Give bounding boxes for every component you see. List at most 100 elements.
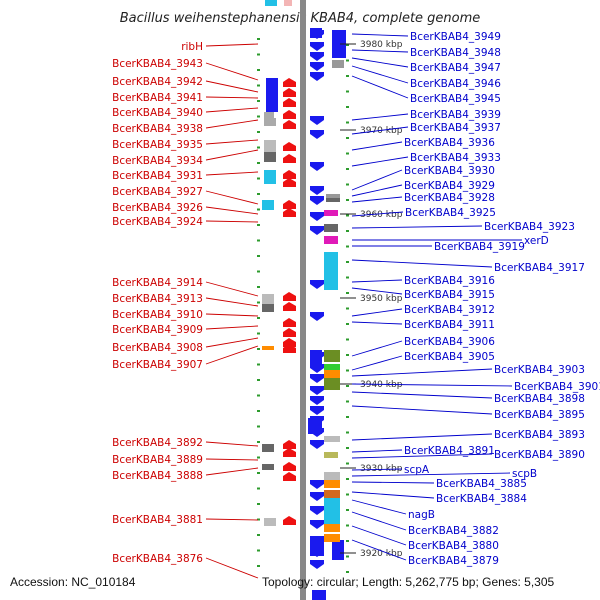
track-tick (257, 239, 260, 242)
gene-block (332, 30, 346, 58)
track-tick (257, 100, 260, 102)
gene-arrow-reverse (310, 312, 324, 321)
leader-line (205, 345, 259, 365)
gene-block (284, 0, 292, 6)
gene-arrow-reverse (310, 196, 324, 205)
track-tick (346, 540, 349, 542)
left-leader-lines (205, 43, 259, 579)
scale-label: 3960 kbp (360, 210, 403, 220)
leader-line (205, 80, 259, 93)
track-tick (257, 286, 260, 288)
track-tick (257, 332, 260, 335)
gene-block (332, 60, 344, 68)
leader-line (351, 405, 493, 415)
leader-line (205, 149, 259, 161)
gene-arrow-forward (283, 448, 296, 457)
gene-block (264, 152, 276, 162)
leader-line (205, 441, 259, 447)
leader-line (351, 196, 403, 203)
track-tick (257, 534, 260, 536)
track-tick (346, 571, 349, 573)
track-tick (346, 230, 349, 232)
gene-arrow-forward (283, 328, 296, 337)
gene-label-right: BcerKBAB4_3923 (484, 221, 575, 233)
track-tick (346, 431, 349, 434)
leader-line (351, 472, 511, 477)
leader-line (351, 156, 409, 167)
track-tick (257, 53, 260, 56)
gene-block (324, 282, 338, 290)
gene-label-right: BcerKBAB4_3919 (434, 241, 525, 253)
gene-block (266, 106, 278, 112)
leader-line (205, 458, 259, 461)
leader-line (205, 119, 259, 129)
gene-arrow-forward (283, 110, 296, 119)
leader-line (205, 220, 259, 223)
track-tick (257, 394, 260, 397)
track-tick (346, 478, 349, 480)
track-tick (346, 183, 349, 186)
gene-label-right: BcerKBAB4_3893 (494, 429, 585, 441)
gene-label-right: BcerKBAB4_3948 (410, 47, 501, 59)
gene-arrow-reverse (310, 162, 324, 171)
track-tick (257, 301, 260, 304)
gene-block (308, 418, 322, 434)
gene-block (312, 590, 326, 600)
leader-line (205, 139, 259, 145)
leader-line (205, 325, 259, 330)
leader-line (351, 259, 493, 268)
leader-line (351, 468, 403, 471)
leader-line (351, 368, 493, 377)
leader-line (205, 62, 259, 81)
leader-line (205, 190, 259, 205)
gene-label-right: xerD (524, 235, 549, 247)
track-tick (346, 199, 349, 201)
gene-label-right: BcerKBAB4_3946 (410, 78, 501, 90)
leader-line (351, 184, 403, 197)
gene-block (324, 236, 338, 244)
gene-label-right: BcerKBAB4_3884 (436, 493, 527, 505)
gene-arrow-forward (283, 208, 296, 217)
gene-arrow-forward (283, 292, 296, 301)
gene-arrow-reverse (310, 560, 324, 569)
track-tick (346, 214, 349, 217)
gene-label-right: BcerKBAB4_3901 (514, 381, 600, 393)
leader-line (351, 65, 409, 84)
gene-arrow-reverse (310, 62, 324, 71)
track-tick (346, 400, 349, 403)
gene-block (324, 498, 340, 516)
track-tick (257, 208, 260, 211)
track-tick (257, 565, 260, 567)
track-tick (346, 152, 349, 155)
gene-label-right: BcerKBAB4_3895 (494, 409, 585, 421)
track-tick (257, 363, 260, 366)
leader-line (205, 43, 259, 47)
gene-arrow-forward (283, 462, 296, 471)
gene-label-right: BcerKBAB4_3933 (410, 152, 501, 164)
track-tick (257, 146, 260, 149)
track-tick (346, 75, 349, 77)
track-tick (257, 472, 260, 474)
right-leader-lines (351, 33, 522, 561)
scale-label: 3950 kbp (360, 294, 403, 304)
track-tick (346, 447, 349, 449)
gene-block (262, 294, 274, 304)
leader-line (351, 481, 435, 484)
gene-block (324, 370, 340, 378)
gene-block (324, 524, 340, 532)
gene-block (326, 194, 340, 200)
gene-arrow-reverse (310, 374, 324, 383)
gene-label-left: BcerKBAB4_3881 (112, 514, 203, 526)
leader-line (351, 525, 407, 546)
track-tick (257, 224, 260, 226)
track-tick (257, 84, 260, 87)
gene-arrow-forward (283, 338, 296, 347)
gene-label-left: BcerKBAB4_3888 (112, 470, 203, 482)
gene-arrow-reverse (310, 396, 324, 405)
gene-arrow-forward (283, 142, 296, 151)
leader-line (351, 391, 493, 399)
gene-block (264, 170, 276, 184)
gene-block (324, 350, 340, 362)
gene-arrow-forward (283, 344, 296, 353)
track-tick (346, 245, 349, 248)
